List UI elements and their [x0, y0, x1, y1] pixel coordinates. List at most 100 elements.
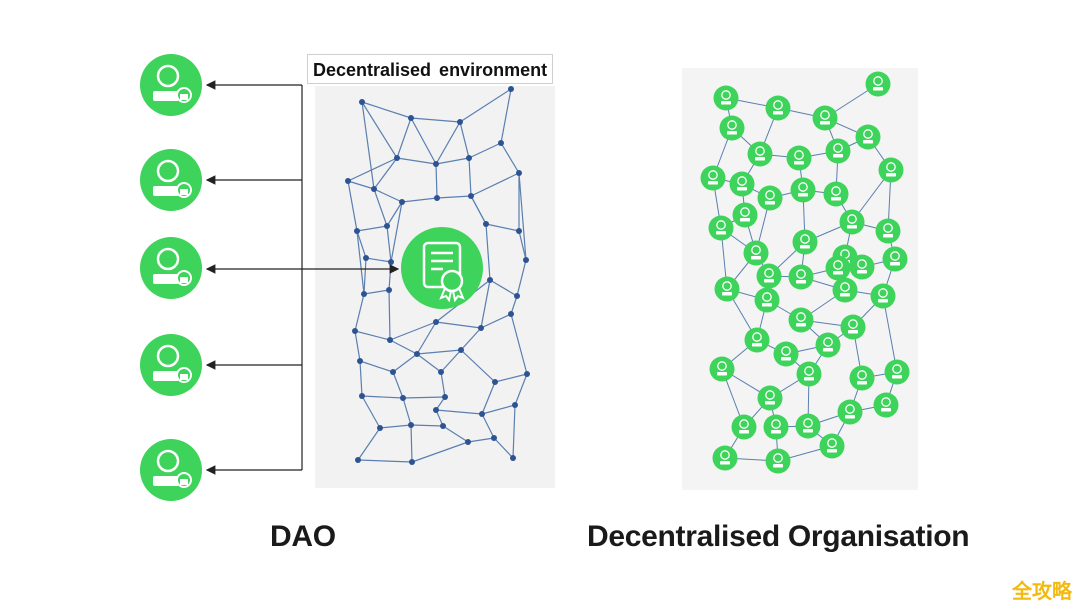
organisation-member-nodes — [700, 71, 910, 474]
network-edge — [516, 259, 527, 297]
member-user-icon — [878, 157, 904, 183]
network-edge — [510, 313, 528, 375]
network-edge — [361, 395, 404, 399]
member-user-icon — [747, 141, 773, 167]
network-node — [354, 228, 360, 234]
member-user-icon — [788, 307, 814, 333]
network-node — [363, 255, 369, 261]
member-user-icon — [796, 361, 822, 387]
network-node — [457, 119, 463, 125]
network-edge — [442, 425, 469, 443]
smart-contract-certificate-icon — [401, 227, 483, 309]
network-edge — [359, 360, 363, 397]
network-node — [508, 86, 514, 92]
network-node — [524, 371, 530, 377]
network-node — [361, 291, 367, 297]
member-user-icon — [855, 124, 881, 150]
network-edge — [392, 353, 418, 373]
network-node — [387, 337, 393, 343]
network-edge — [373, 188, 403, 203]
member-user-icon — [870, 283, 896, 309]
network-node — [352, 328, 358, 334]
network-edge — [363, 289, 390, 295]
member-user-icon — [713, 85, 739, 111]
network-edge — [510, 295, 518, 315]
network-edge — [470, 172, 520, 197]
network-node — [359, 393, 365, 399]
dao-caption: DAO — [270, 520, 336, 553]
network-edge — [440, 349, 462, 373]
network-edge — [401, 197, 438, 203]
network-edge — [347, 180, 375, 190]
member-user-icon — [757, 185, 783, 211]
member-user-icon — [708, 215, 734, 241]
member-user-icon — [875, 218, 901, 244]
network-node — [516, 170, 522, 176]
network-edge — [411, 441, 469, 463]
network-node — [434, 195, 440, 201]
dao-members — [140, 54, 202, 501]
decentralised-organisation-caption: Decentralised Organisation — [587, 520, 970, 553]
network-edge — [410, 424, 444, 427]
network-edge — [365, 257, 392, 263]
network-edge — [410, 117, 437, 165]
network-node — [478, 325, 484, 331]
network-node — [400, 395, 406, 401]
member-user-icon — [823, 181, 849, 207]
network-edge — [410, 424, 413, 463]
network-node — [498, 140, 504, 146]
member-user-icon — [882, 246, 908, 272]
member-user-icon — [788, 264, 814, 290]
network-node — [394, 155, 400, 161]
network-edge — [356, 225, 388, 232]
member-user-icon — [815, 332, 841, 358]
network-edge — [440, 371, 446, 398]
network-node — [414, 351, 420, 357]
network-edge — [379, 424, 412, 429]
network-edge — [435, 121, 461, 165]
network-node — [345, 178, 351, 184]
network-edge — [500, 88, 512, 144]
member-user-icon — [757, 385, 783, 411]
network-edge — [416, 321, 437, 355]
network-edge — [396, 157, 437, 165]
network-edge — [410, 117, 461, 123]
member-user-icon — [756, 263, 782, 289]
network-edge — [514, 373, 528, 406]
user-with-lock-badge-icon — [140, 439, 202, 501]
member-user-icon — [790, 177, 816, 203]
network-edge — [435, 321, 482, 329]
network-edge — [459, 88, 512, 123]
organisation-edge — [882, 295, 898, 373]
network-edge — [481, 413, 495, 439]
network-edge — [357, 459, 413, 463]
network-node — [512, 402, 518, 408]
member-user-icon — [773, 341, 799, 367]
network-edge — [512, 404, 516, 459]
member-user-icon — [731, 414, 757, 440]
network-node — [371, 186, 377, 192]
network-edge — [357, 427, 381, 461]
member-user-icon — [873, 392, 899, 418]
network-node — [491, 435, 497, 441]
network-edge — [485, 223, 520, 232]
network-node — [465, 439, 471, 445]
network-edge — [489, 279, 518, 297]
network-edge — [389, 321, 437, 341]
network-edge — [361, 395, 381, 429]
decentralised-environment-label: Decentralised environment — [307, 54, 554, 84]
network-edge — [460, 349, 496, 383]
network-node — [433, 319, 439, 325]
member-user-icon — [754, 287, 780, 313]
member-user-icon — [795, 413, 821, 439]
member-user-icon — [765, 95, 791, 121]
member-user-icon — [700, 165, 726, 191]
member-user-icon — [849, 254, 875, 280]
member-user-icon — [819, 433, 845, 459]
network-edge — [363, 257, 367, 295]
network-edge — [468, 142, 502, 159]
network-edge — [436, 195, 472, 199]
network-edge — [386, 225, 392, 263]
network-node — [466, 155, 472, 161]
